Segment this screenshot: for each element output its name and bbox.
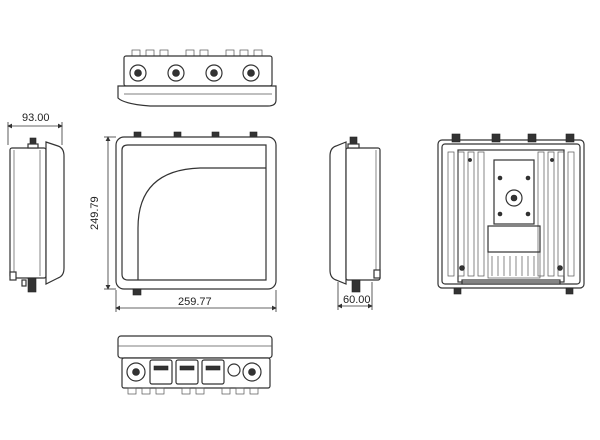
bottom-view <box>117 335 273 395</box>
dimension-height: 249.79 <box>89 196 101 230</box>
top-view <box>117 49 277 107</box>
right-side-view: 60.00 <box>329 136 381 310</box>
dimension-side-depth: 60.00 <box>343 294 371 306</box>
dimension-depth: 93.00 <box>22 112 50 124</box>
port-icon <box>126 359 262 385</box>
rear-view <box>437 133 585 295</box>
connector-icon <box>129 64 260 82</box>
dimension-width: 259.77 <box>178 296 212 308</box>
front-view: 249.79 259.77 <box>89 131 277 312</box>
left-side-view: 93.00 <box>7 112 65 293</box>
